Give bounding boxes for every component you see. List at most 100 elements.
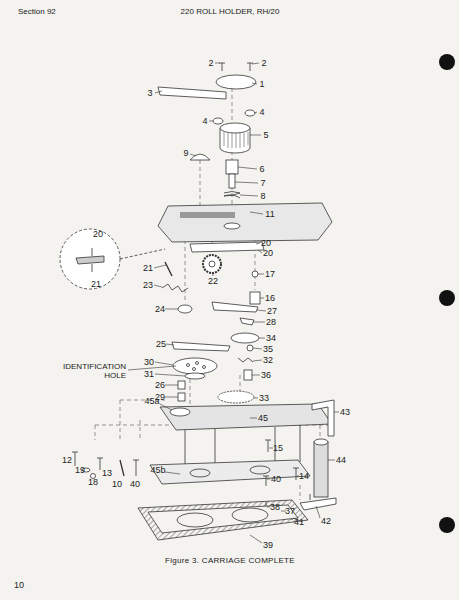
leader-line (240, 195, 258, 196)
recess (177, 508, 268, 527)
nut (245, 110, 255, 116)
alignment-line (300, 485, 301, 500)
leader-line (254, 112, 257, 113)
recess (177, 513, 213, 527)
leader-line (154, 265, 166, 268)
exploded-view (120, 249, 165, 259)
callout-number: 17 (265, 270, 275, 279)
leader-line (154, 285, 162, 287)
fastener (120, 460, 124, 476)
counter-disc (193, 368, 196, 371)
callout-number: 20 (263, 249, 273, 258)
callout-number: 27 (267, 307, 277, 316)
alignment-line (200, 160, 201, 208)
exploded-view (170, 408, 190, 416)
leader-line (215, 63, 220, 64)
counter-disc (196, 362, 199, 365)
callout-number: 21 (91, 280, 101, 289)
leader-line (128, 63, 339, 543)
callout-number: 6 (259, 165, 264, 174)
callout-number: 5 (263, 131, 268, 140)
nut (213, 110, 255, 124)
screw (263, 476, 269, 486)
spring (162, 284, 188, 292)
stud (178, 381, 185, 401)
leg (215, 429, 216, 466)
stud (178, 393, 185, 401)
screw (265, 440, 271, 452)
callout-number: 24 (155, 305, 165, 314)
leader-line (253, 348, 262, 349)
leader-line (253, 360, 262, 361)
leader-line (250, 135, 261, 136)
lever (158, 87, 226, 99)
callout-number: 12 (62, 456, 72, 465)
spacer (244, 370, 252, 380)
callout-number: 11 (265, 210, 274, 219)
alignment-line (185, 240, 186, 302)
callout-number: 28 (266, 318, 276, 327)
counter-disc (173, 358, 217, 374)
gear (203, 255, 221, 273)
callout-number: 32 (263, 356, 273, 365)
cap-disc (216, 75, 256, 89)
spring (238, 358, 253, 362)
fastener (72, 452, 78, 466)
callout-number: 1 (259, 80, 264, 89)
nut (213, 118, 223, 124)
bracket (300, 494, 336, 510)
stud (178, 381, 185, 389)
leader-line (328, 460, 335, 461)
figure-caption: Figure 3. CARRIAGE COMPLETE (165, 557, 295, 565)
callout-number: 33 (259, 394, 269, 403)
callout-number: 8 (260, 192, 265, 201)
callout-number: 37 (285, 507, 295, 516)
disc (231, 333, 259, 343)
callout-number: 18 (88, 478, 98, 487)
alignment-line (95, 425, 96, 440)
callout-number: 39 (263, 541, 273, 550)
callout-number: 40 (271, 475, 281, 484)
detail-inset (60, 229, 120, 289)
leader-line (155, 91, 162, 93)
shaft (226, 160, 238, 174)
leader-line (209, 121, 213, 122)
washer (178, 305, 192, 313)
callout-number: 19 (75, 466, 85, 475)
screw (219, 63, 225, 71)
callout-number: 16 (265, 294, 275, 303)
alignment-line (240, 375, 241, 392)
knob (224, 132, 248, 148)
roller (314, 442, 328, 497)
lever (172, 342, 230, 351)
hole (190, 469, 210, 477)
callout-number: 10 (14, 581, 24, 590)
callout-number: 45a (144, 397, 159, 406)
leader-line (190, 154, 196, 156)
pawl (240, 318, 254, 325)
callout-number: 38 (270, 503, 280, 512)
leader-line (252, 83, 257, 84)
knob (220, 123, 250, 133)
washer (185, 373, 205, 379)
callout-number: 23 (143, 281, 153, 290)
leader-line (267, 479, 270, 480)
base-frame (138, 500, 308, 540)
callout-number: 45b (150, 466, 165, 475)
leader-line (254, 398, 258, 399)
leader-line (334, 412, 339, 413)
leader-line (166, 344, 174, 345)
note-label: IDENTIFICATION HOLE (44, 362, 126, 380)
callout-number: 21 (143, 264, 153, 273)
spring (224, 192, 240, 199)
callout-number: 4 (202, 117, 207, 126)
leader-line (155, 374, 185, 376)
callout-number: 36 (261, 371, 271, 380)
shaft (226, 160, 238, 188)
callout-number: 22 (208, 277, 218, 286)
leader-line (155, 362, 173, 365)
fastener (133, 460, 139, 476)
leader-line (257, 310, 266, 311)
rivet (252, 271, 258, 277)
leader-line (160, 404, 172, 410)
